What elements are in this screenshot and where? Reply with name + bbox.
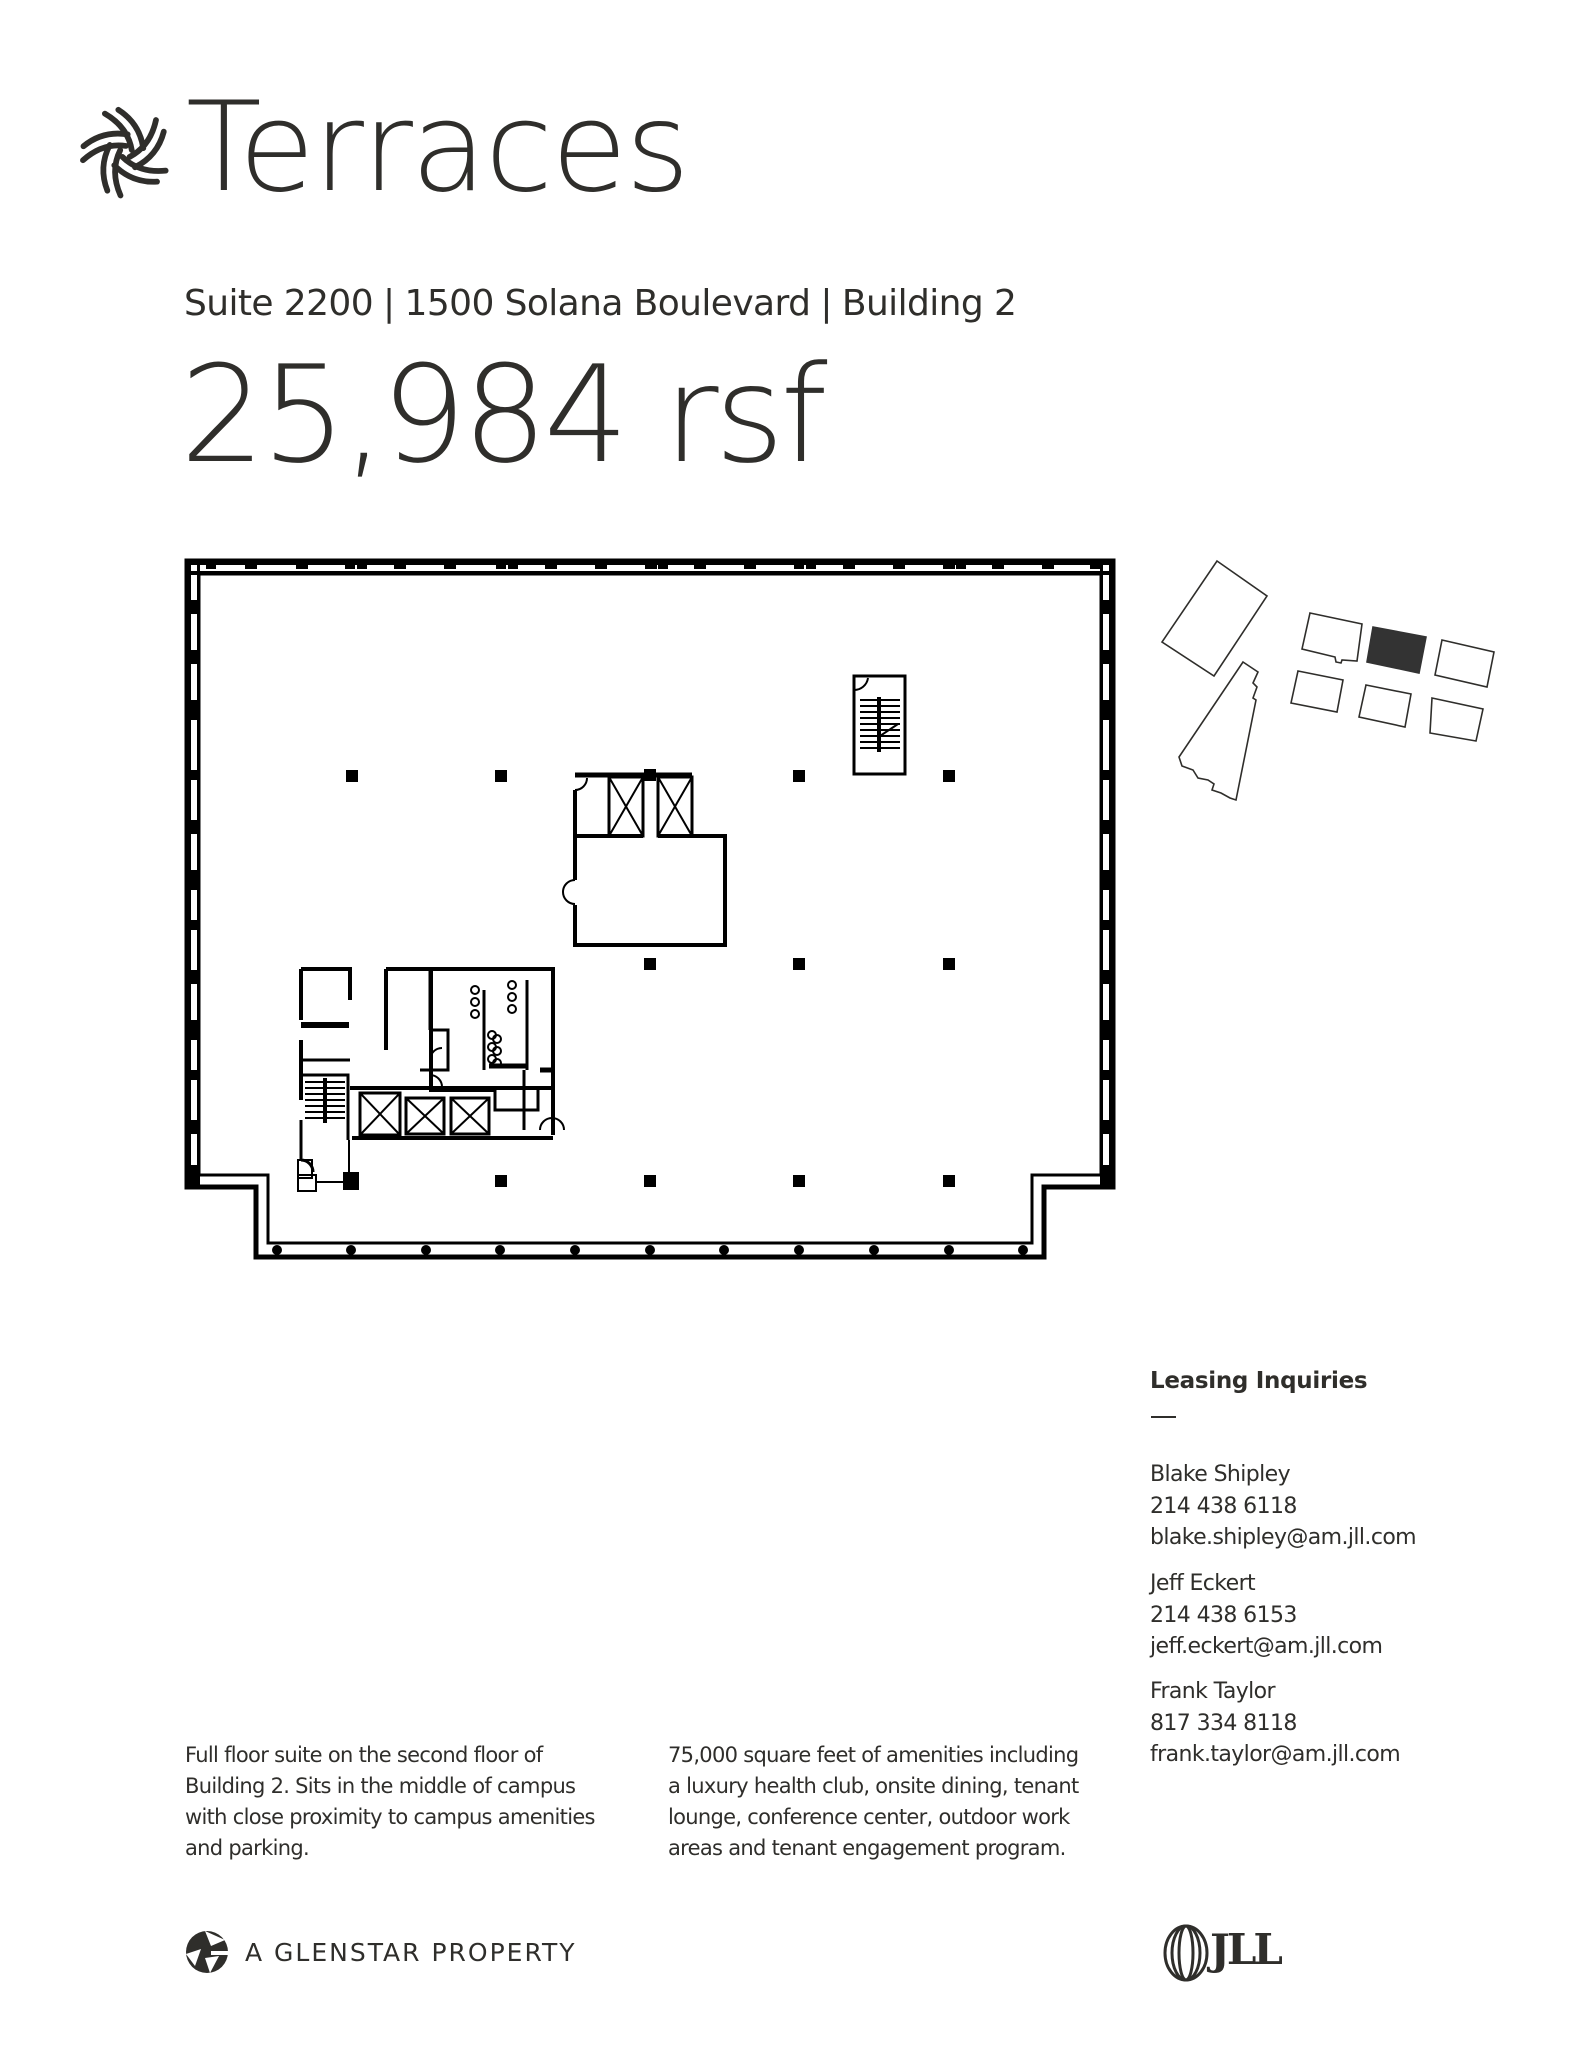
description-line: Building 2. Sits in the middle of campus bbox=[185, 1774, 576, 1798]
site-building-2-highlighted bbox=[1366, 626, 1427, 674]
contact-card: Blake Shipley 214 438 6118 blake.shipley… bbox=[1150, 1459, 1417, 1554]
description-line: areas and tenant engagement program. bbox=[668, 1836, 1066, 1860]
central-core bbox=[561, 772, 727, 947]
site-building-large bbox=[1160, 559, 1269, 678]
contact-name: Jeff Eckert bbox=[1150, 1571, 1256, 1596]
suite-description: Full floor suite on the second floor of … bbox=[185, 1740, 625, 1864]
contact-card: Frank Taylor 817 334 8118 frank.taylor@a… bbox=[1150, 1676, 1401, 1771]
site-building-1 bbox=[1301, 612, 1363, 664]
terraces-swirl-logo-icon bbox=[78, 106, 174, 200]
site-building-5 bbox=[1358, 684, 1412, 728]
contact-card: Jeff Eckert 214 438 6153 jeff.eckert@am.… bbox=[1150, 1568, 1383, 1663]
stair-north bbox=[852, 674, 907, 776]
site-building-6 bbox=[1429, 697, 1484, 742]
contact-phone[interactable]: 214 438 6153 bbox=[1150, 1602, 1297, 1628]
contact-email[interactable]: blake.shipley@am.jll.com bbox=[1150, 1525, 1417, 1550]
description-line: Full floor suite on the second floor of bbox=[185, 1743, 543, 1767]
glenstar-property-label: A GLENSTAR PROPERTY bbox=[245, 1938, 577, 1967]
separator: | bbox=[383, 283, 395, 324]
suite-address-line: Suite 2200|1500 Solana Boulevard|Buildin… bbox=[184, 282, 1017, 326]
contact-phone[interactable]: 817 334 8118 bbox=[1150, 1710, 1297, 1736]
bottom-mullions bbox=[272, 1245, 1028, 1255]
amenities-description: 75,000 square feet of amenities includin… bbox=[668, 1740, 1108, 1864]
divider bbox=[1151, 1416, 1176, 1418]
description-line: with close proximity to campus amenities bbox=[185, 1805, 595, 1829]
building-name: Building 2 bbox=[841, 283, 1017, 324]
jll-logo-icon bbox=[1163, 1924, 1209, 1982]
separator: | bbox=[820, 283, 832, 324]
street-address: 1500 Solana Boulevard bbox=[404, 283, 811, 324]
brand-name: Terraces bbox=[186, 76, 690, 220]
floor-plan bbox=[184, 558, 1116, 1260]
contact-phone[interactable]: 214 438 6118 bbox=[1150, 1493, 1297, 1519]
site-plan bbox=[1160, 559, 1495, 802]
southwest-core bbox=[297, 967, 565, 1192]
leasing-inquiries-heading: Leasing Inquiries bbox=[1150, 1368, 1368, 1394]
description-line: and parking. bbox=[185, 1836, 310, 1860]
contact-email[interactable]: jeff.eckert@am.jll.com bbox=[1150, 1634, 1383, 1659]
contact-name: Blake Shipley bbox=[1150, 1462, 1291, 1487]
description-line: a luxury health club, onsite dining, ten… bbox=[668, 1774, 1079, 1798]
contact-email[interactable]: frank.taylor@am.jll.com bbox=[1150, 1742, 1401, 1767]
site-building-4 bbox=[1290, 670, 1344, 713]
rentable-area: 25,984 rsf bbox=[180, 337, 828, 493]
description-line: 75,000 square feet of amenities includin… bbox=[668, 1743, 1079, 1767]
contact-name: Frank Taylor bbox=[1150, 1679, 1276, 1704]
site-building-wedge bbox=[1178, 660, 1260, 802]
glenstar-logo-icon bbox=[186, 1931, 228, 1973]
jll-wordmark: JLL bbox=[1210, 1925, 1283, 1974]
site-building-3 bbox=[1434, 639, 1495, 688]
suite-number: Suite 2200 bbox=[184, 283, 374, 324]
structural-columns bbox=[346, 769, 955, 1187]
description-line: lounge, conference center, outdoor work bbox=[668, 1805, 1070, 1829]
